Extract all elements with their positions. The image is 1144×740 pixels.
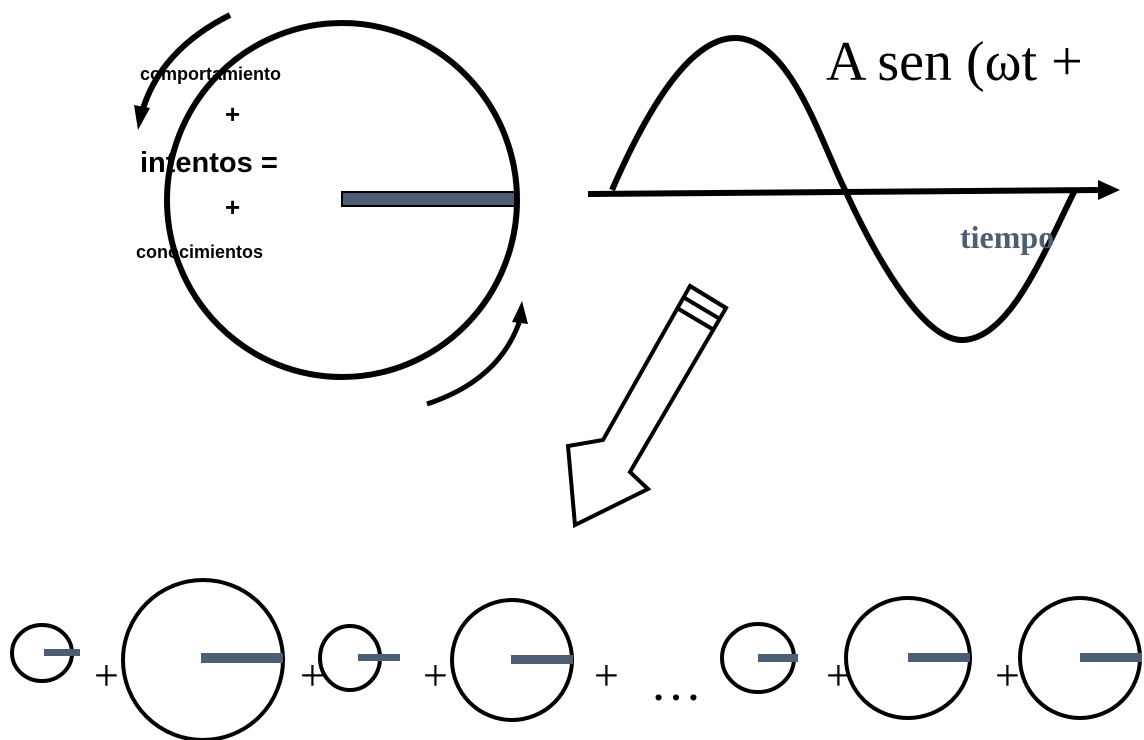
decomposition-arrow bbox=[565, 283, 729, 529]
ellipsis: … bbox=[650, 655, 702, 712]
rotation-arrow-top bbox=[134, 12, 232, 130]
plus-sign-6: + bbox=[995, 651, 1020, 700]
main-radius-bar bbox=[341, 191, 516, 207]
plus-sign-4: + bbox=[594, 651, 619, 700]
time-axis-label: tiempo bbox=[960, 219, 1054, 255]
harmonic-phasor-6 bbox=[844, 596, 972, 720]
sine-plot: A sen (ωt + tiempo bbox=[587, 31, 1120, 344]
plus-sign-3: + bbox=[423, 651, 448, 700]
harmonic-phasor-3 bbox=[318, 624, 400, 692]
circle-labels: comportamiento + intentos = + conocimien… bbox=[136, 64, 281, 262]
label-plus-1: + bbox=[225, 99, 240, 129]
main-phasor bbox=[164, 20, 520, 380]
label-plus-2: + bbox=[225, 192, 240, 222]
formula-text: A sen (ωt + bbox=[826, 31, 1083, 93]
harmonic-row: + + + + … + + bbox=[10, 578, 1142, 740]
time-axis-arrowhead bbox=[1098, 180, 1120, 200]
harmonic-phasor-4 bbox=[450, 598, 574, 722]
harmonic-phasor-7 bbox=[1018, 596, 1142, 720]
harmonic-phasor-2 bbox=[121, 578, 285, 740]
label-comportamiento: comportamiento bbox=[140, 64, 281, 84]
plus-sign-1: + bbox=[94, 651, 119, 700]
label-conocimientos: conocimientos bbox=[136, 242, 263, 262]
sine-wave bbox=[609, 34, 1078, 344]
main-circle bbox=[164, 20, 520, 380]
harmonic-phasor-5 bbox=[720, 622, 798, 694]
label-intentos: intentos = bbox=[140, 147, 278, 179]
rotation-arrow-bottom bbox=[426, 301, 528, 407]
harmonic-phasor-1 bbox=[10, 623, 80, 683]
